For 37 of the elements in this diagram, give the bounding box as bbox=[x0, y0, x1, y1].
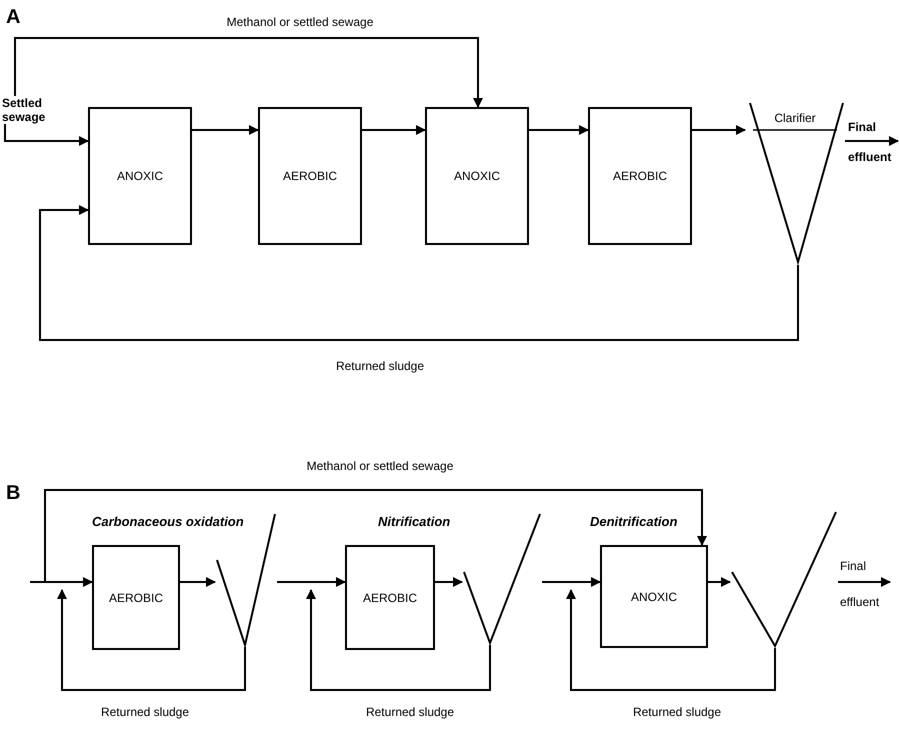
tank-box: ANOXIC bbox=[600, 545, 708, 648]
clarifier-tank bbox=[730, 510, 838, 648]
arrow bbox=[277, 577, 346, 587]
arrow bbox=[845, 136, 899, 146]
arrow bbox=[838, 577, 891, 587]
flow-label: Final effluent bbox=[840, 548, 890, 614]
arrow bbox=[708, 577, 731, 587]
tank-box: ANOXIC bbox=[88, 107, 192, 245]
tank-box: AEROBIC bbox=[588, 107, 692, 245]
tank-label: Clarifier bbox=[773, 110, 817, 126]
arrow bbox=[692, 125, 746, 135]
stage-heading: Carbonaceous oxidation bbox=[92, 513, 244, 531]
stage-heading: Denitrification bbox=[590, 513, 678, 531]
arrow bbox=[39, 205, 799, 341]
arrow bbox=[306, 589, 491, 691]
tank-box: ANOXIC bbox=[425, 107, 529, 245]
arrow bbox=[192, 125, 259, 135]
arrow bbox=[362, 125, 426, 135]
flow-label: Settled sewage bbox=[2, 96, 72, 124]
arrow bbox=[14, 37, 483, 108]
flow-label: Final effluent bbox=[848, 112, 898, 170]
tank-box: AEROBIC bbox=[92, 545, 180, 650]
panel-letter: A bbox=[6, 5, 20, 30]
clarifier-tank bbox=[462, 512, 542, 645]
arrow bbox=[57, 589, 246, 691]
panel-letter: B bbox=[6, 481, 20, 506]
arrow bbox=[4, 124, 89, 146]
stage-heading: Nitrification bbox=[378, 513, 450, 531]
tank-box: AEROBIC bbox=[345, 545, 435, 650]
arrow bbox=[30, 577, 93, 587]
arrow bbox=[180, 577, 216, 587]
tank-box: AEROBIC bbox=[258, 107, 362, 245]
arrow bbox=[542, 577, 601, 587]
arrow bbox=[44, 489, 707, 582]
arrow bbox=[529, 125, 589, 135]
arrow bbox=[435, 577, 463, 587]
arrow bbox=[566, 589, 776, 691]
